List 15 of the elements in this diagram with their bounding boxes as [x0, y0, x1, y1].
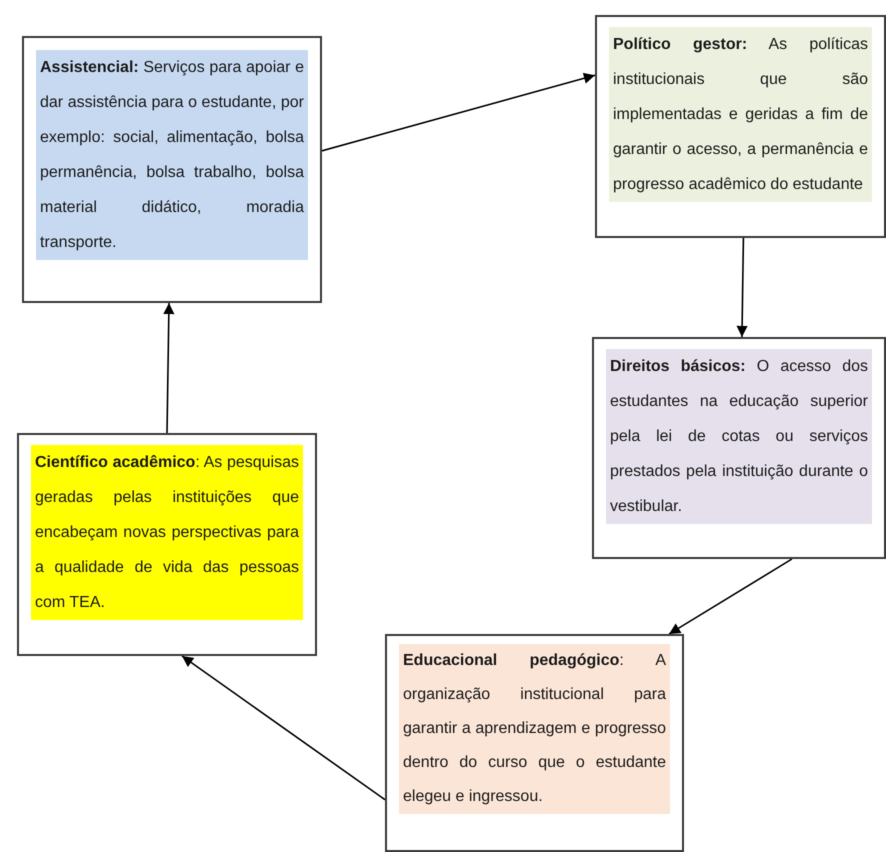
arrow [668, 558, 792, 635]
description-text: Direitos básicos: O acesso dos estudantes na educação superior pela lei de cotas ou serviços prestados pela instituição durante o vestibular. [606, 349, 872, 524]
arrow [163, 302, 174, 434]
description-text: Científico acadêmico: As pesquisas geradas pelas instituições que encabeçam novas perspectivas para a qualidade de vida das pessoas com TEA. [31, 445, 303, 620]
text-box [385, 634, 684, 852]
text-box [592, 337, 886, 559]
description-text: Assistencial: Serviços para apoiar e dar assistência para o estudante, por exemplo: social, alimentação, bolsa permanência, bolsa trabalho, bolsa material didático, moradia transporte. [36, 50, 308, 260]
arrow [736, 238, 748, 338]
description-text: Educacional pedagógico: A organização institucional para garantir a aprendizagem e progresso dentro do curso que o estudante elegeu e ingressou. [399, 644, 670, 814]
arrow [182, 655, 386, 800]
text-box [595, 15, 886, 238]
text-box [22, 36, 322, 303]
text-box [17, 433, 317, 656]
arrow [322, 72, 596, 152]
description-text: Político gestor: As políticas institucionais que são implementadas e geridas a fim de garantir o acesso, a permanência e progresso acadêmico do estudante [609, 27, 872, 202]
